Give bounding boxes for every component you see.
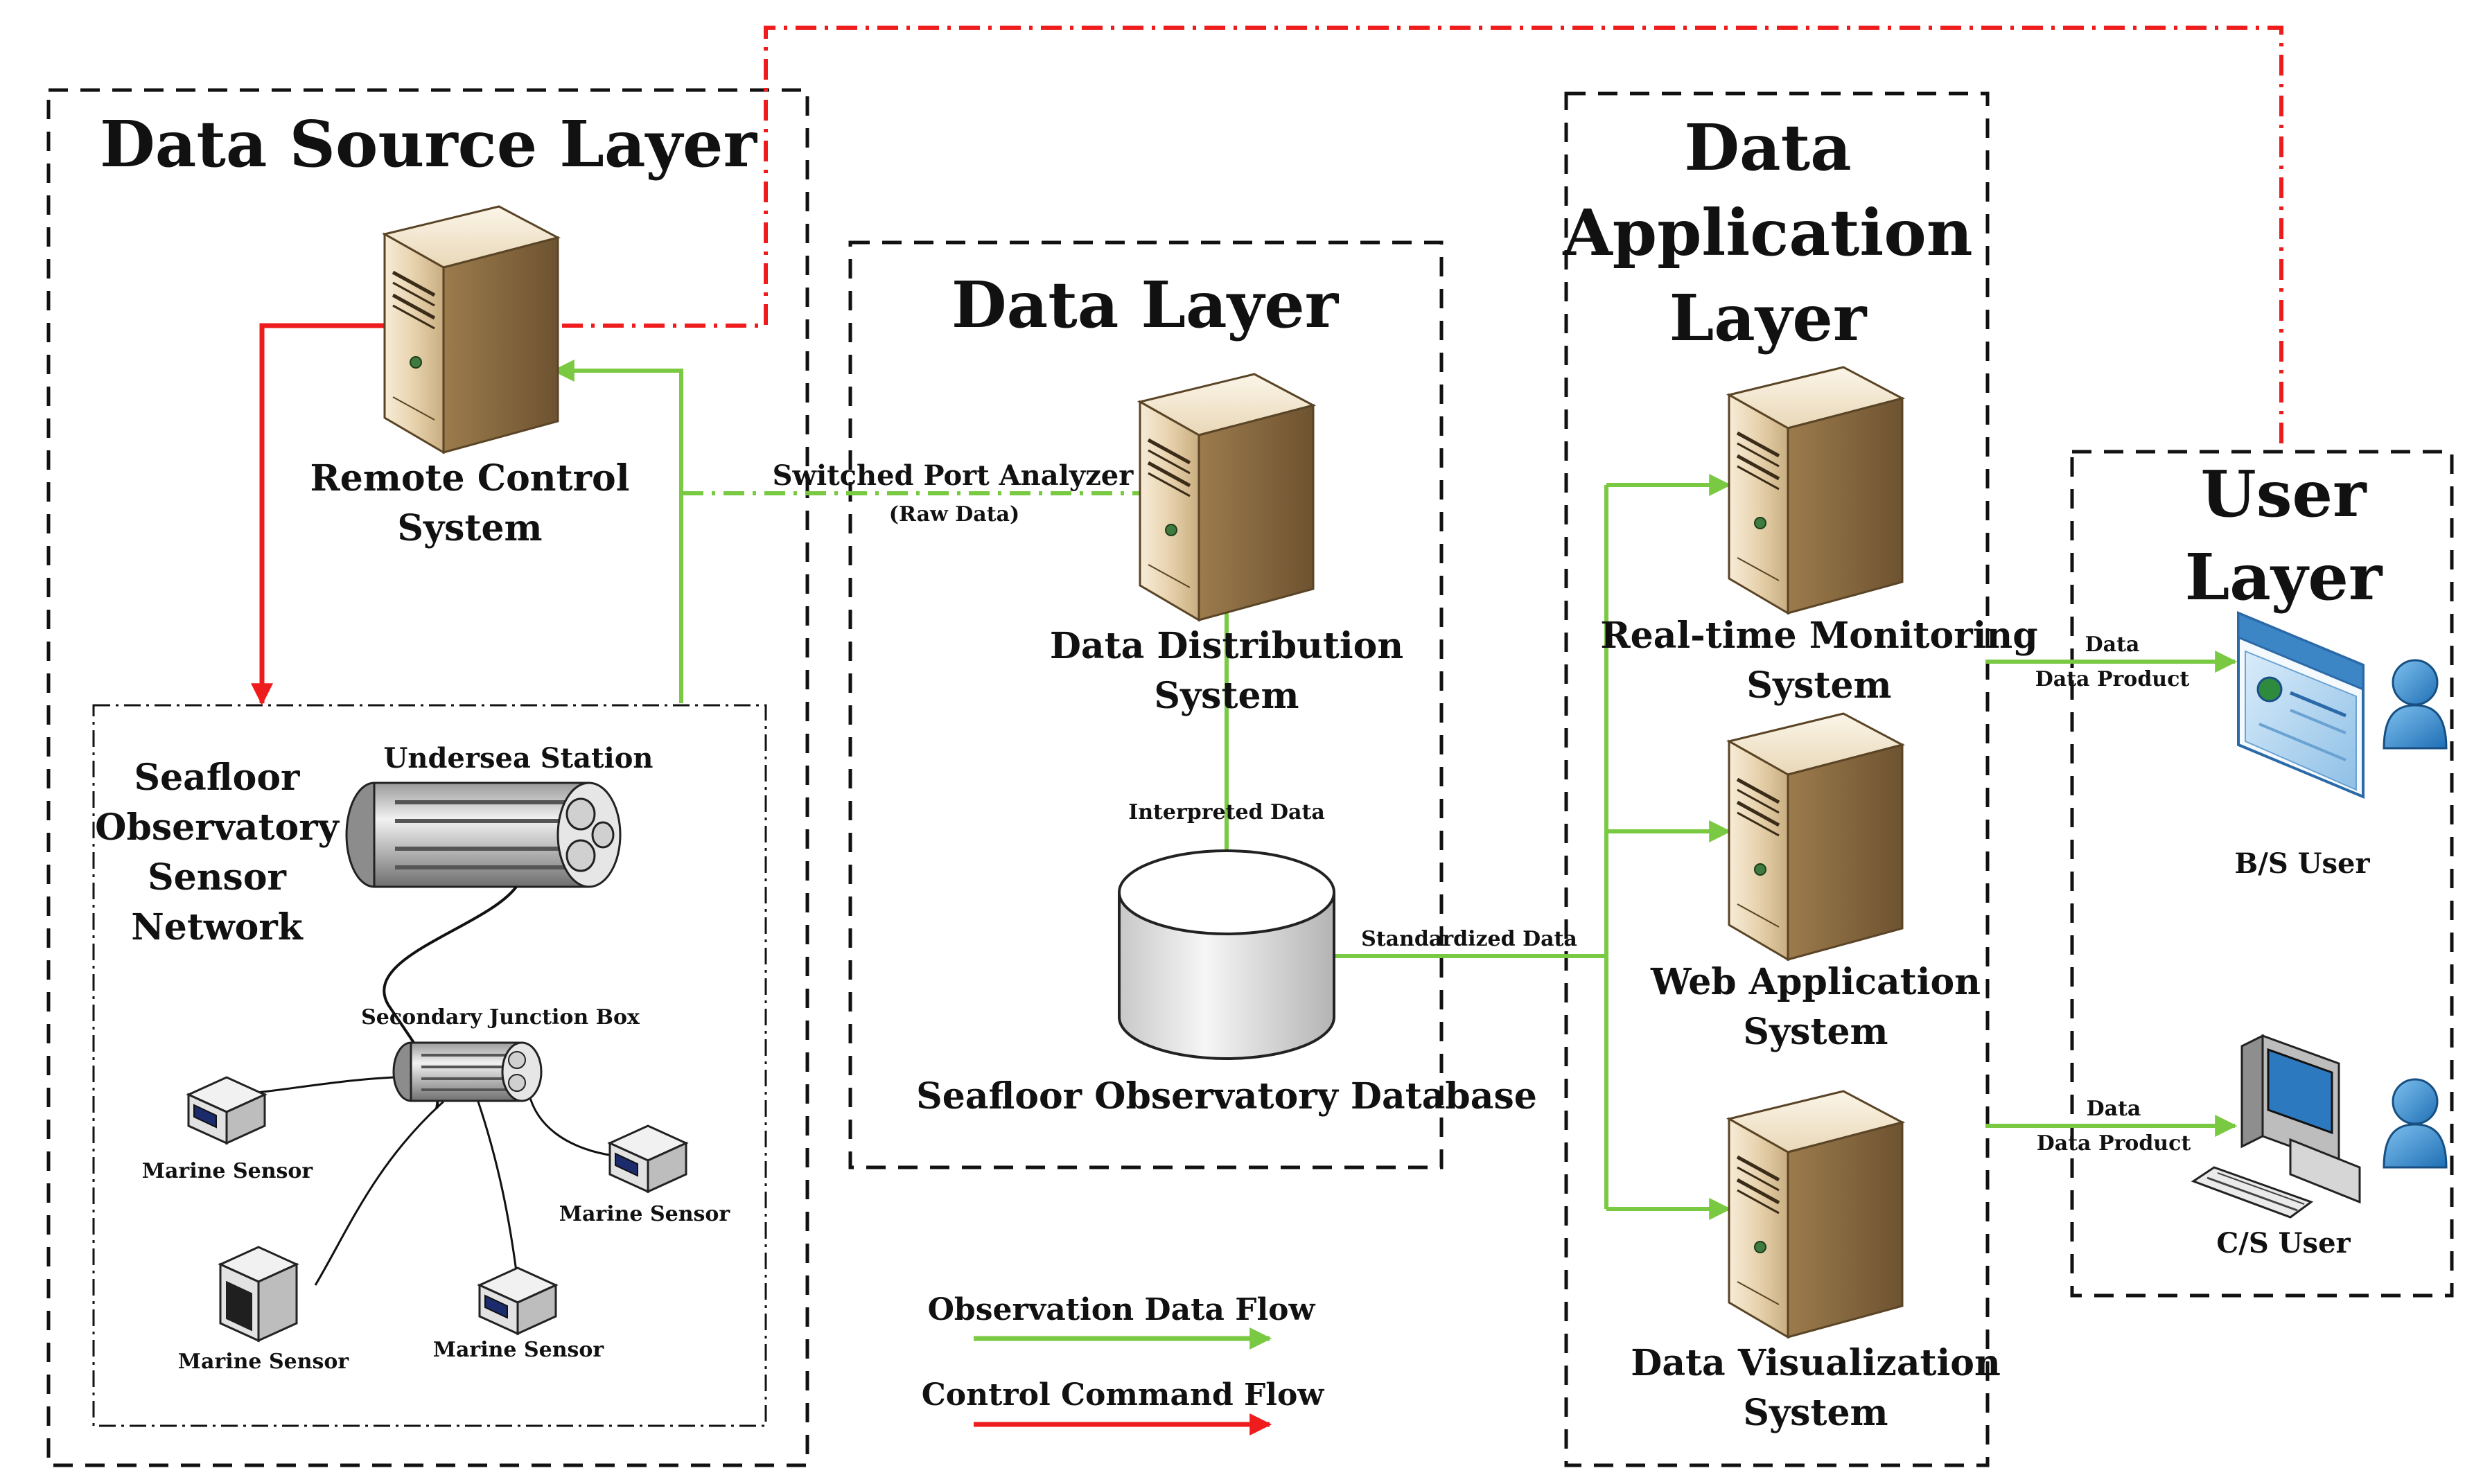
- visualization-label-line-1: Data Visualization: [1631, 1342, 2001, 1384]
- server-tower-icon: [1729, 1091, 1902, 1337]
- cs-user-label: C/S User: [2216, 1227, 2351, 1260]
- realtime-label-line-1: Real-time Monitoring: [1600, 615, 2037, 657]
- distribution-label-line-2: System: [1154, 675, 1299, 717]
- legend-control-label: Control Command Flow: [922, 1377, 1325, 1413]
- user-layer-title-line-1: User: [2200, 457, 2367, 531]
- user-person-icon: [2383, 659, 2448, 750]
- webapp-label-line-2: System: [1743, 1011, 1888, 1053]
- marine-sensor-label-4: Marine Sensor: [433, 1338, 605, 1362]
- server-tower-icon: [1729, 714, 1902, 960]
- marine-sensor-label-3: Marine Sensor: [178, 1350, 350, 1374]
- database-label: Seafloor Observatory Database: [916, 1075, 1537, 1118]
- control-command-return-flow: [475, 26, 2283, 443]
- span-sublabel: (Raw Data): [889, 502, 1019, 527]
- marine-sensor-icon: [608, 1124, 687, 1193]
- legend-observation-label: Observation Data Flow: [928, 1292, 1316, 1327]
- database-cylinder-icon: [1118, 849, 1335, 1060]
- realtime-label-line-2: System: [1746, 664, 1891, 707]
- remote-control-label-line-1: Remote Control: [310, 457, 630, 500]
- distribution-label-line-1: Data Distribution: [1050, 625, 1403, 667]
- user-layer-frame: [2070, 450, 2454, 1298]
- application-layer-title-line-3: Layer: [1669, 281, 1868, 355]
- sensor-cable-3: [314, 1100, 445, 1286]
- bs-data-product-label: Data Product: [2035, 667, 2190, 691]
- undersea-station-icon: [345, 781, 622, 888]
- bs-user-label: B/S User: [2234, 847, 2370, 880]
- marine-sensor-label-1: Marine Sensor: [142, 1159, 314, 1183]
- control-command-flow: [251, 323, 388, 706]
- standardized-data-label: Standardized Data: [1361, 927, 1577, 951]
- marine-sensor-icon: [478, 1266, 557, 1335]
- interpreted-data-label: Interpreted Data: [1128, 800, 1325, 824]
- remote-control-label-line-2: System: [397, 507, 542, 549]
- sensor-network-frame: [92, 704, 767, 1427]
- webapp-label-line-1: Web Application: [1650, 961, 1981, 1003]
- server-tower-icon: [1140, 374, 1313, 620]
- data-layer-frame: [848, 240, 1444, 1169]
- user-layer-title-line-2: Layer: [2185, 540, 2383, 615]
- sensor-to-remote-control-flow: [552, 360, 683, 703]
- sensor-network-label-line-4: Network: [131, 906, 303, 948]
- marine-sensor-icon: [218, 1246, 299, 1343]
- data-layer-title: Data Layer: [951, 267, 1340, 342]
- cs-data-label: Data: [2087, 1097, 2141, 1121]
- junction-box-icon: [392, 1041, 543, 1102]
- application-layer-frame: [1564, 91, 1990, 1467]
- application-layer-title-line-1: Data: [1684, 110, 1852, 185]
- junction-box-label: Secondary Junction Box: [361, 1005, 640, 1030]
- span-label: Switched Port Analyzer: [773, 459, 1134, 492]
- marine-sensor-icon: [187, 1076, 266, 1145]
- server-tower-icon: [385, 206, 558, 452]
- visualization-label-line-2: System: [1743, 1392, 1888, 1434]
- marine-sensor-label-2: Marine Sensor: [559, 1202, 731, 1226]
- web-browser-icon: [2237, 611, 2365, 799]
- data-source-layer-frame: [46, 88, 809, 1467]
- cs-data-product-label: Data Product: [2037, 1131, 2191, 1156]
- sensor-network-label-line-1: Seafloor: [134, 757, 301, 799]
- server-tower-icon: [1729, 367, 1902, 613]
- sensor-network-label-line-2: Observatory: [95, 806, 340, 849]
- desktop-computer-icon: [2191, 1034, 2361, 1219]
- application-layer-title-line-2: Application: [1562, 195, 1972, 270]
- sensor-cable-4: [477, 1101, 518, 1272]
- undersea-station-label: Undersea Station: [384, 742, 653, 775]
- sensor-network-label-line-3: Sensor: [148, 856, 286, 899]
- data-source-layer-title: Data Source Layer: [100, 107, 758, 182]
- user-person-icon: [2383, 1078, 2448, 1169]
- bs-data-label: Data: [2085, 633, 2140, 657]
